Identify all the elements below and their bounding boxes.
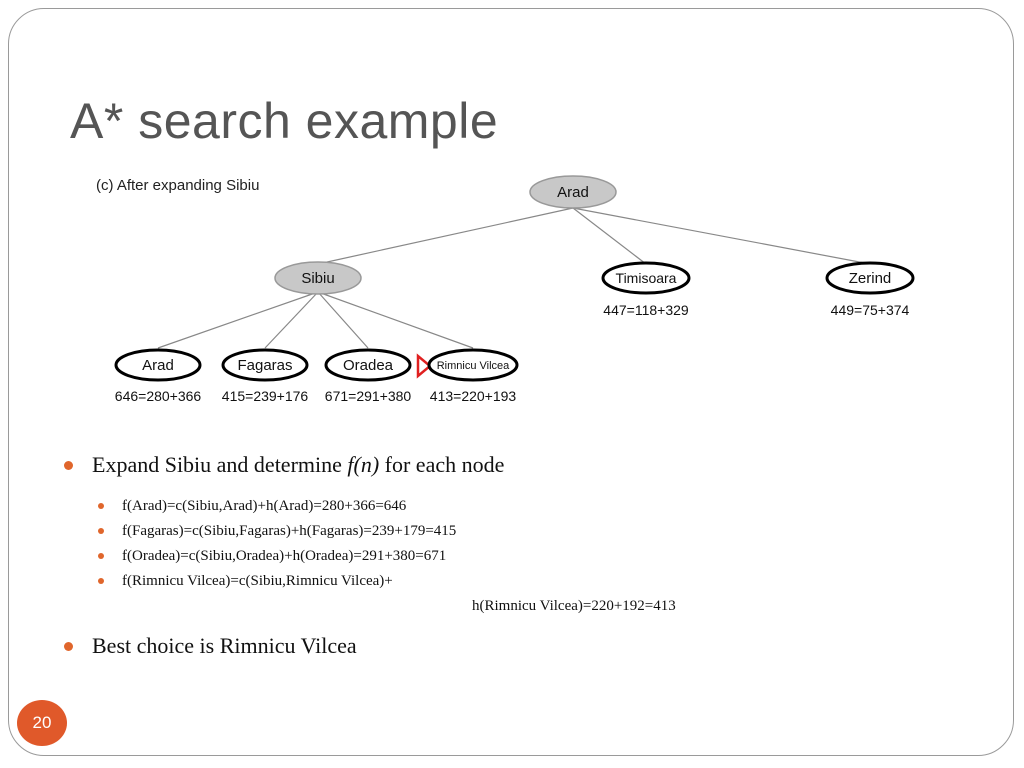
page-number-badge: 20 <box>17 700 67 746</box>
node-label: Zerind <box>849 270 892 287</box>
edge-arad-zerind <box>572 207 871 265</box>
bullet-dot-icon <box>64 642 73 651</box>
bullet-dot-icon <box>98 528 104 534</box>
sub-bullet-text: f(Rimnicu Vilcea)=c(Sibiu,Rimnicu Vilcea… <box>122 573 393 589</box>
node-value: 671=291+380 <box>325 388 412 404</box>
edge-sibiu-rimnicu <box>317 291 474 349</box>
node-fagaras: Fagaras 415=239+176 <box>221 348 309 404</box>
sub-bullet-continuation: h(Rimnicu Vilcea)=220+192=413 <box>472 598 676 614</box>
bullet-list: Expand Sibiu and determine f(n) for each… <box>62 450 962 675</box>
sub-bullet-arad: f(Arad)=c(Sibiu,Arad)+h(Arad)=280+366=64… <box>62 494 962 519</box>
bullet-best-choice: Best choice is Rimnicu Vilcea <box>62 631 962 661</box>
sub-bullet-oradea: f(Oradea)=c(Sibiu,Oradea)+h(Oradea)=291+… <box>62 544 962 569</box>
bullet-italic: f(n) <box>347 452 380 477</box>
node-value: 646=280+366 <box>115 388 202 404</box>
diagram-caption: (c) After expanding Sibiu <box>96 177 259 194</box>
node-label: Timisoara <box>616 270 677 286</box>
node-arad-child: Arad 646=280+366 <box>114 348 202 404</box>
node-oradea: Oradea 671=291+380 <box>324 348 412 404</box>
node-rimnicu-vilcea: Rimnicu Vilcea 413=220+193 <box>427 348 519 404</box>
node-label: Arad <box>142 357 174 374</box>
node-timisoara: Timisoara 447=118+329 <box>601 261 691 318</box>
node-sibiu: Sibiu <box>274 261 362 295</box>
bullet-dot-icon <box>98 553 104 559</box>
sub-bullet-fagaras: f(Fagaras)=c(Sibiu,Fagaras)+h(Fagaras)=2… <box>62 519 962 544</box>
sub-bullet-list: f(Arad)=c(Sibiu,Arad)+h(Arad)=280+366=64… <box>62 494 962 619</box>
node-value: 413=220+193 <box>430 388 517 404</box>
bullet-text: Best choice is Rimnicu Vilcea <box>92 633 357 658</box>
edge-sibiu-oradea <box>317 291 369 349</box>
edge-sibiu-arad <box>157 291 319 349</box>
edge-sibiu-fagaras <box>264 291 319 349</box>
sub-bullet-rimnicu: f(Rimnicu Vilcea)=c(Sibiu,Rimnicu Vilcea… <box>62 569 962 594</box>
node-value: 449=75+374 <box>831 302 910 318</box>
sub-bullet-text: f(Oradea)=c(Sibiu,Oradea)+h(Oradea)=291+… <box>122 548 447 564</box>
node-label: Fagaras <box>237 357 292 374</box>
node-label: Rimnicu Vilcea <box>437 360 510 372</box>
node-label: Sibiu <box>301 270 334 287</box>
node-value: 415=239+176 <box>222 388 309 404</box>
node-zerind: Zerind 449=75+374 <box>825 261 915 318</box>
sub-bullet-text: f(Arad)=c(Sibiu,Arad)+h(Arad)=280+366=64… <box>122 498 407 514</box>
slide-frame <box>8 8 1014 756</box>
node-label: Oradea <box>343 357 394 374</box>
bullet-text: for each node <box>379 452 505 477</box>
edge-arad-timisoara <box>572 207 647 265</box>
node-value: 447=118+329 <box>603 302 689 318</box>
node-arad-root: Arad <box>529 175 617 209</box>
slide-title: A* search example <box>70 93 499 149</box>
bullet-dot-icon <box>64 461 73 470</box>
bullet-dot-icon <box>98 578 104 584</box>
search-tree-diagram: (c) After expanding Sibiu Arad Sibiu Tim… <box>96 175 915 404</box>
node-label: Arad <box>557 184 589 201</box>
bullet-expand-sibiu: Expand Sibiu and determine f(n) for each… <box>62 450 962 480</box>
bullet-text: Expand Sibiu and determine <box>92 452 348 477</box>
bullet-dot-icon <box>98 503 104 509</box>
sub-bullet-text: f(Fagaras)=c(Sibiu,Fagaras)+h(Fagaras)=2… <box>122 523 457 539</box>
next-expansion-marker-icon <box>416 353 432 379</box>
edge-arad-sibiu <box>317 207 574 265</box>
